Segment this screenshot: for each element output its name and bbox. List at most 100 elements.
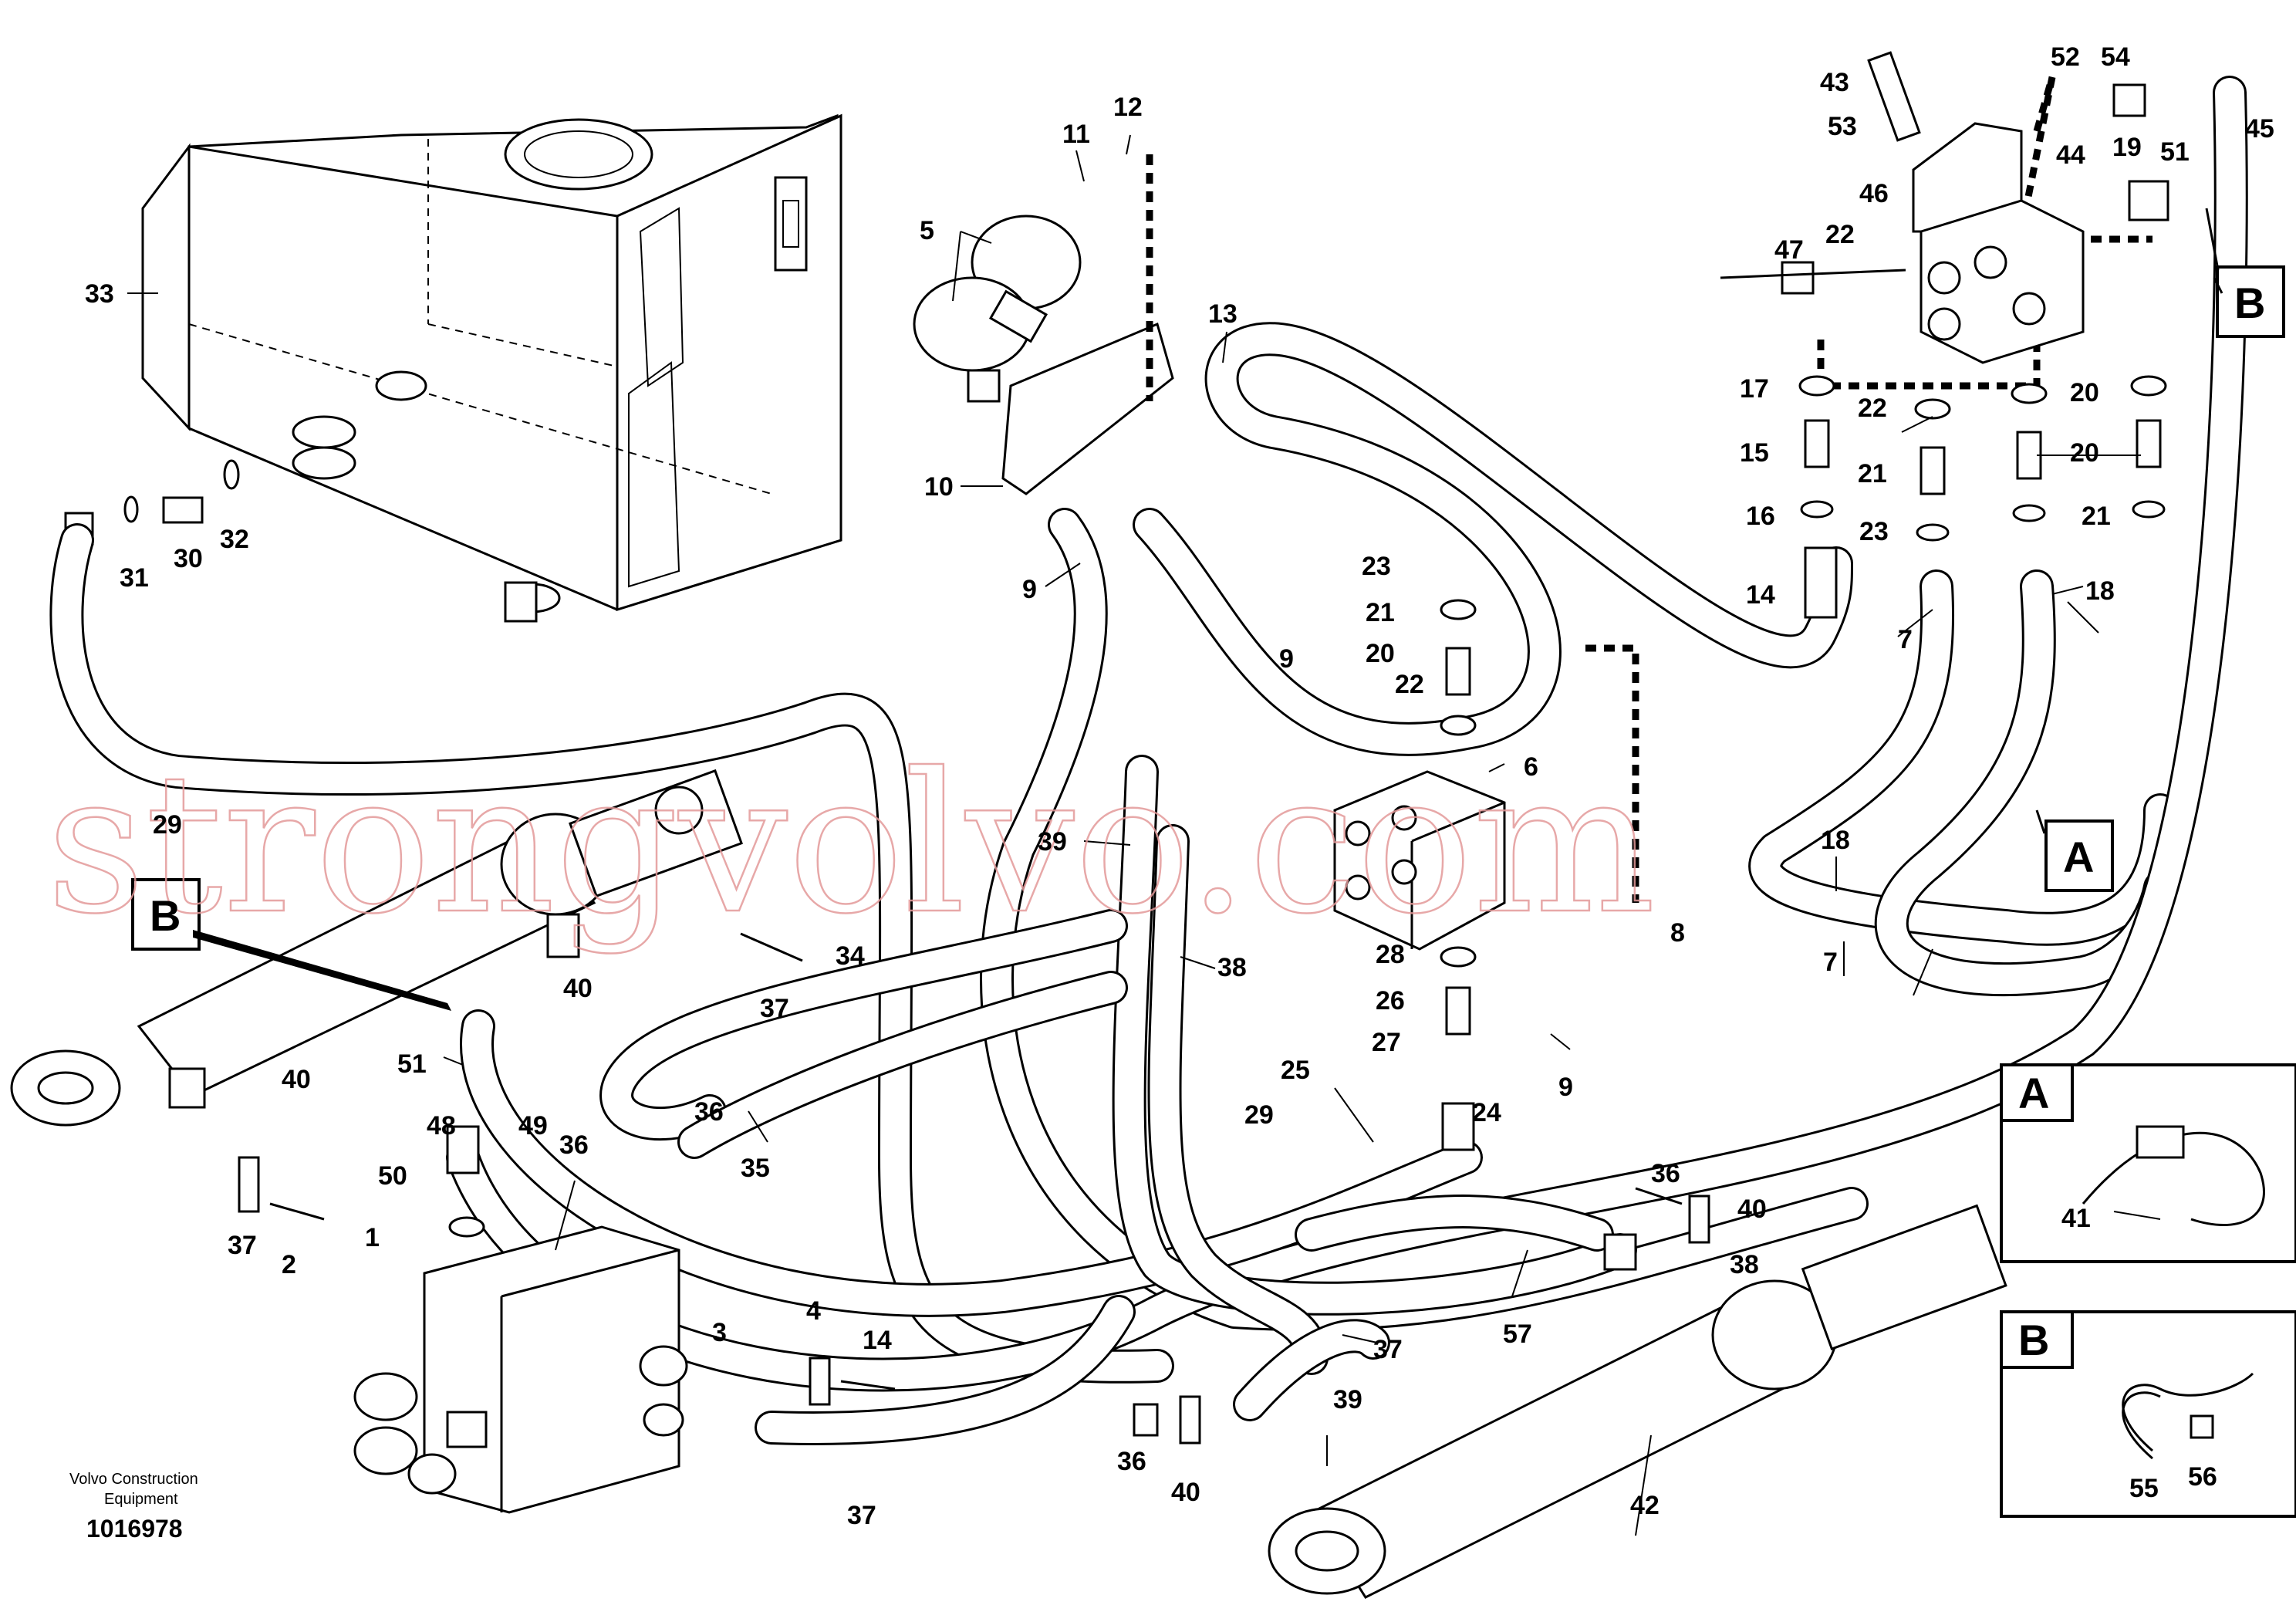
callout-13: 13	[1208, 299, 1237, 329]
callout-39: 39	[1038, 827, 1067, 857]
callout-37: 37	[1373, 1335, 1403, 1364]
callout-42: 42	[1630, 1491, 1660, 1520]
callout-20: 20	[2070, 378, 2099, 407]
callout-17: 17	[1740, 374, 1769, 404]
callout-29: 29	[153, 810, 182, 840]
ref-letter-b-top: B	[2234, 279, 2265, 327]
callout-41: 41	[2061, 1204, 2091, 1233]
watermark: strongvolvo.com	[46, 732, 1656, 956]
callout-22: 22	[1825, 220, 1855, 249]
callout-12: 12	[1113, 93, 1143, 122]
right-cylinder	[1268, 1204, 2007, 1599]
callout-52: 52	[2051, 42, 2080, 72]
callout-23: 23	[1362, 552, 1391, 581]
callout-14: 14	[863, 1326, 892, 1355]
callout-9: 9	[1279, 644, 1294, 674]
callout-55: 55	[2129, 1474, 2159, 1503]
callout-43: 43	[1820, 68, 1849, 97]
detail-box-a	[2000, 1063, 2296, 1263]
callout-50: 50	[378, 1161, 407, 1191]
callout-1: 1	[365, 1223, 380, 1252]
valve-block	[353, 1125, 688, 1514]
callout-21: 21	[1366, 598, 1395, 627]
callout-47: 47	[1774, 235, 1804, 265]
callout-44: 44	[2056, 140, 2085, 170]
callout-28: 28	[1376, 940, 1405, 969]
callout-19: 19	[2112, 133, 2142, 162]
callout-10: 10	[924, 472, 954, 502]
callout-53: 53	[1828, 112, 1857, 141]
callout-numbers: 33 31 30 32 29 5 11 12 13 10 9 9 23 21 2…	[85, 42, 2274, 1530]
callout-16: 16	[1746, 502, 1775, 531]
callout-51: 51	[397, 1049, 427, 1079]
callout-36: 36	[559, 1130, 589, 1160]
distribution-block	[1333, 770, 1506, 951]
callout-40: 40	[1737, 1195, 1767, 1224]
callout-37: 37	[228, 1231, 257, 1260]
detail-box-b	[2000, 1310, 2296, 1518]
callout-36: 36	[1117, 1447, 1146, 1476]
callout-11: 11	[1062, 120, 1090, 149]
clamps-and-bolts	[238, 932, 1710, 1445]
callout-30: 30	[174, 544, 203, 573]
document-number: 1016978	[86, 1515, 183, 1543]
leader-lines	[127, 134, 2161, 1536]
steering-valve	[1720, 51, 2169, 364]
ref-box-b-top	[2216, 265, 2285, 338]
callout-56: 56	[2188, 1462, 2217, 1492]
callout-22: 22	[1858, 394, 1887, 423]
callout-39: 39	[1333, 1385, 1362, 1414]
ref-box-a	[2044, 819, 2114, 892]
callout-32: 32	[220, 525, 249, 554]
callout-51: 51	[2160, 137, 2190, 167]
callout-40: 40	[1171, 1478, 1200, 1507]
callout-48: 48	[427, 1111, 456, 1140]
callout-9: 9	[1558, 1073, 1573, 1102]
callout-38: 38	[1730, 1250, 1759, 1279]
hydraulic-tank	[141, 113, 842, 623]
hoses	[49, 76, 2248, 1445]
callout-14: 14	[1746, 580, 1775, 610]
callout-40: 40	[282, 1065, 311, 1094]
callout-31: 31	[120, 563, 149, 593]
callout-22: 22	[1395, 670, 1424, 699]
callout-4: 4	[806, 1296, 821, 1326]
callout-45: 45	[2245, 114, 2274, 144]
callout-7: 7	[1898, 625, 1913, 654]
callout-57: 57	[1503, 1320, 1532, 1349]
callout-5: 5	[920, 216, 934, 245]
callout-46: 46	[1859, 179, 1889, 208]
callout-40: 40	[563, 974, 593, 1003]
callout-21: 21	[1858, 459, 1887, 488]
callout-6: 6	[1524, 752, 1538, 782]
callout-37: 37	[847, 1501, 876, 1530]
callout-27: 27	[1372, 1028, 1401, 1057]
callout-3: 3	[712, 1318, 727, 1347]
ref-letter-a: A	[2063, 833, 2094, 881]
accumulators	[913, 215, 1174, 495]
callout-18: 18	[1821, 826, 1850, 855]
callout-20: 20	[2070, 438, 2099, 468]
callout-29: 29	[1244, 1100, 1274, 1130]
callout-15: 15	[1740, 438, 1769, 468]
detail-box-a-letter: A	[2018, 1069, 2049, 1117]
callout-18: 18	[2085, 576, 2115, 606]
callout-24: 24	[1472, 1098, 1501, 1127]
callout-23: 23	[1859, 517, 1889, 546]
detail-box-b-letter: B	[2018, 1316, 2049, 1364]
callout-2: 2	[282, 1250, 296, 1279]
ref-box-b-left	[131, 878, 201, 951]
callout-7: 7	[1823, 948, 1838, 977]
callout-36: 36	[694, 1097, 724, 1127]
callout-20: 20	[1366, 639, 1395, 668]
callout-25: 25	[1281, 1056, 1310, 1085]
callout-26: 26	[1376, 986, 1405, 1015]
callout-36: 36	[1651, 1159, 1680, 1188]
callout-8: 8	[1670, 918, 1685, 948]
callout-33: 33	[85, 279, 114, 309]
callout-49: 49	[518, 1111, 548, 1140]
callout-34: 34	[836, 941, 865, 971]
